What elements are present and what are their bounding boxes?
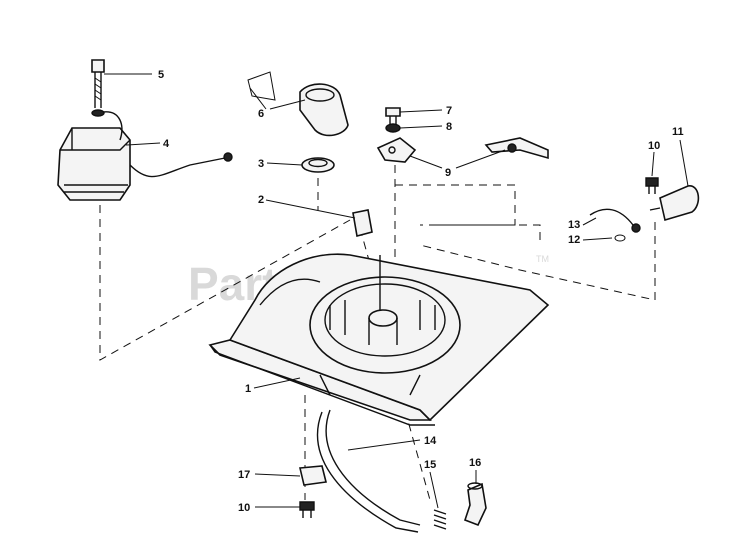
part-1-armature-plate	[208, 253, 550, 426]
callout-10-bottom-label: 10	[238, 502, 250, 514]
part-10-screw-top	[645, 177, 659, 194]
callout-16: 16	[469, 457, 481, 484]
callout-14-label: 14	[424, 435, 437, 447]
callout-6: 6	[249, 87, 306, 120]
callout-8-label: 8	[446, 121, 452, 133]
callout-7: 7	[399, 105, 452, 117]
callout-13-label: 13	[568, 219, 580, 231]
callout-15: 15	[424, 459, 439, 509]
part-3-seal	[301, 157, 335, 173]
part-2-clip	[352, 209, 373, 237]
part-11-condenser	[649, 185, 700, 222]
part-15-spring	[433, 509, 447, 530]
callout-11: 11	[672, 126, 689, 187]
part-6-rotor	[247, 71, 349, 137]
callout-9-label: 9	[445, 167, 451, 179]
callout-17: 17	[238, 469, 301, 481]
part-8-washer	[385, 123, 401, 133]
callout-12: 12	[568, 234, 613, 246]
callout-10-top: 10	[648, 140, 660, 177]
part-16-boot	[463, 482, 487, 527]
callout-3-label: 3	[258, 158, 264, 170]
part-13-lead-wire	[589, 208, 641, 233]
part-9-breaker-points	[376, 137, 549, 163]
callout-17-label: 17	[238, 469, 250, 481]
callout-4-label: 4	[163, 138, 170, 150]
callout-12-label: 12	[568, 234, 580, 246]
part-14-wire	[316, 409, 421, 533]
callout-5-label: 5	[158, 69, 164, 81]
watermark-trademark: TM	[536, 254, 549, 264]
part-17-clip	[299, 465, 327, 486]
callout-5: 5	[104, 69, 164, 81]
callout-2: 2	[258, 194, 356, 219]
part-5-screw	[91, 59, 105, 108]
callout-1-label: 1	[245, 383, 251, 395]
callout-3: 3	[258, 158, 303, 170]
callout-14: 14	[347, 435, 437, 451]
part-10-screw-bottom	[299, 501, 315, 518]
callout-13: 13	[568, 217, 597, 231]
callout-15-label: 15	[424, 459, 436, 471]
callout-16-label: 16	[469, 457, 481, 469]
callout-10-bottom: 10	[238, 502, 300, 514]
part-4-ignition-coil	[57, 109, 233, 201]
callout-8: 8	[399, 121, 452, 133]
callout-7-label: 7	[446, 105, 452, 117]
part-12-lock-washer	[614, 234, 626, 242]
callout-1: 1	[245, 377, 301, 395]
callout-6-label: 6	[258, 108, 264, 120]
part-7-screw	[385, 107, 401, 124]
callout-2-label: 2	[258, 194, 264, 206]
callout-4: 4	[125, 138, 170, 150]
callout-10-top-label: 10	[648, 140, 660, 152]
callout-11-label: 11	[672, 126, 684, 138]
callout-9: 9	[409, 149, 506, 179]
